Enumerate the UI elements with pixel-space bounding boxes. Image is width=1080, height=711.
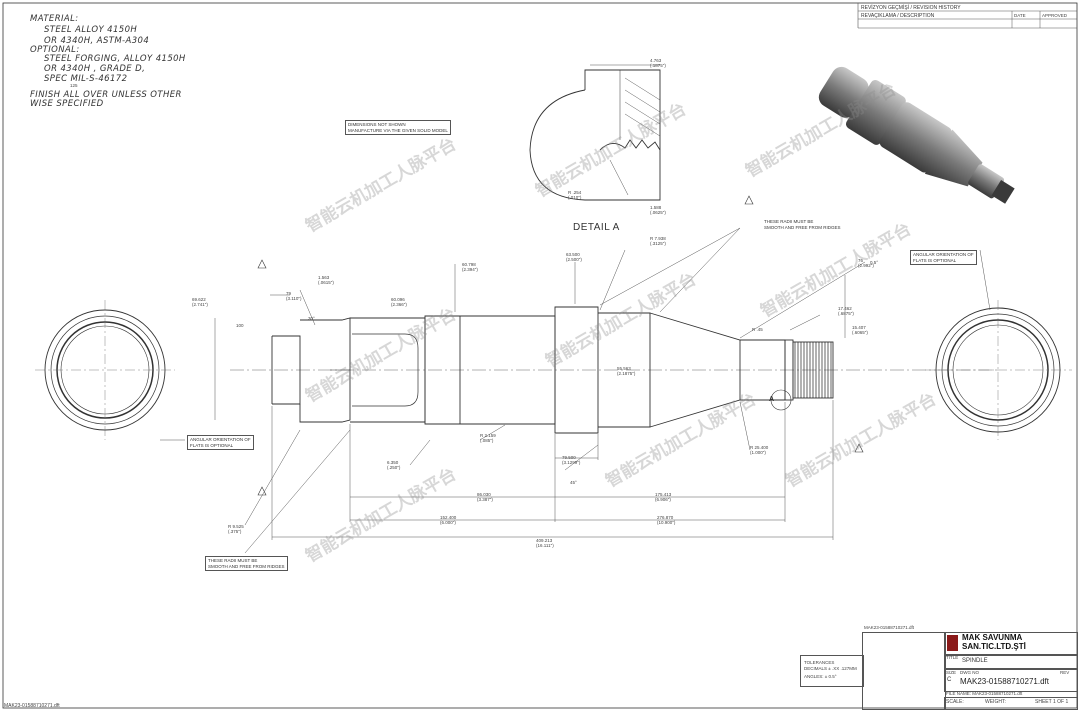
dim-left-dia: 69.622 (2.741") — [192, 297, 208, 307]
rev-label: REV — [1060, 670, 1070, 675]
material-line-2: STEEL ALLOY 4150H — [44, 25, 138, 35]
shaft-side-view — [271, 306, 834, 434]
revision-description-header: REVAÇIKLAMA / DESCRIPTION — [861, 13, 935, 19]
scale-label: SCALE: — [946, 699, 964, 705]
dim-79-500: 79.500 (3.1299") — [562, 455, 581, 465]
dim-shoulder: 63.500 (2.500") — [566, 252, 582, 262]
note-flats-left: ANGULAR ORIENTATION OF FLATS IS OPTIONAL — [187, 435, 254, 450]
material-line-1: MATERIAL: — [30, 14, 79, 24]
dimension-lines — [160, 227, 991, 554]
company-name-line2: SAN.TIC.LTD.ŞTİ — [962, 642, 1026, 651]
bottom-filename: MAK23-01588710271.dft — [4, 703, 60, 709]
revision-title: REVİZYON GEÇMİŞİ / REVISION HISTORY — [861, 5, 961, 11]
detail-a-view — [529, 69, 661, 201]
finish-symbol: 125 — [70, 83, 78, 88]
right-end-view — [925, 300, 1072, 440]
sheet-label: SHEET 1 OF 1 — [1035, 699, 1069, 705]
file-name-label: FILE NAME: MAK23-01588710271.dft — [946, 691, 1023, 696]
dim-86-030: 86.030 (3.387") — [477, 492, 493, 502]
tolerances-decimals: DECIMALS ± .XX .127MM — [804, 666, 857, 671]
company-logo — [947, 635, 958, 651]
filename-top: MAK23-01588710271.dft — [864, 625, 915, 630]
dim-r-bottom-right: R 25.400 (1.000") — [750, 445, 769, 455]
dim-79: 79 (3.110") — [286, 291, 302, 301]
dim-rad-top: 4.763 (.1875") — [650, 58, 666, 68]
dim-r45: R .45 — [752, 327, 763, 332]
material-line-7: SPEC MIL-S-46172 — [44, 74, 128, 84]
dim-r-detail: R .254 (.010") — [568, 190, 582, 200]
title-label: TITLE — [946, 655, 959, 660]
material-line-9: WISE SPECIFIED — [30, 99, 104, 109]
dim-main1: 60.096 (2.366") — [391, 297, 407, 307]
size-label: SIZE — [946, 670, 957, 675]
dim-276: 276.870 (10.900") — [657, 515, 676, 525]
weight-label: WEIGHT: — [985, 699, 1006, 705]
dim-right-thread: 17.462 (.6875") — [838, 306, 854, 316]
dim-6-350: 6.350 (.250") — [387, 460, 401, 470]
size-value: C — [947, 677, 952, 683]
material-line-3: OR 4340H, ASTM-A304 — [44, 36, 150, 46]
material-line-6: OR 4340H , GRADE D, — [44, 64, 146, 74]
scale-row — [944, 697, 1078, 710]
dim-r-left-bottom: R 2.159 (.085") — [480, 433, 496, 443]
dim-175: 175.413 (6.906") — [655, 492, 672, 502]
revision-date-header: DATE — [1014, 13, 1026, 18]
note-radii-top: THESE RADII MUST BE SMOOTH AND FREE FROM… — [762, 218, 843, 231]
tolerances-angles: ANGLES: ± 0.5° — [804, 674, 837, 679]
dim-right-dia: 76 (2.992") — [858, 258, 874, 268]
dim-right-small: 15.407 (.6065") — [852, 325, 868, 335]
detail-a-callout: A — [769, 396, 775, 403]
dim-152: 152.400 (6.000") — [440, 515, 457, 525]
dim-r-detail2: 1.588 (.0625") — [650, 205, 666, 215]
dim-main2: 60.798 (2.394") — [462, 262, 478, 272]
material-line-4: OPTIONAL: — [30, 45, 80, 55]
tolerances-title: TOLERANCES — [804, 660, 835, 665]
note-radii-bottom: THESE RADII MUST BE SMOOTH AND FREE FROM… — [205, 556, 288, 571]
company-cell — [944, 632, 1078, 656]
dim-face-a: 1.563 (.0615") — [318, 275, 334, 285]
dim-100: 100 — [236, 323, 244, 328]
detail-a-label: DETAIL A — [573, 222, 620, 233]
note-flats-right: ANGULAR ORIENTATION OF FLATS IS OPTIONAL — [910, 250, 977, 265]
tolerance-cell — [800, 655, 864, 687]
dwg-number-cell — [944, 668, 1078, 692]
dim-r-top: R 7.938 (.3125") — [650, 236, 666, 246]
left-end-view — [35, 300, 175, 440]
title-cell — [944, 654, 1078, 670]
title-block-approvals — [862, 632, 946, 710]
note-dimensions-not-shown: DIMENSIONS NOT SHOWN MANUFACTURE VIA THE… — [345, 120, 451, 135]
isometric-render — [818, 66, 1015, 204]
dim-mid-dia: 55.563 (2.1875") — [617, 366, 636, 376]
revision-approved-header: APPROVED — [1042, 13, 1068, 18]
dim-409: 409.213 (16.111") — [536, 538, 554, 548]
dim-9-525: R 9.525 (.375") — [228, 524, 244, 534]
thread-pattern — [794, 342, 832, 398]
title-value: SPINDLE — [962, 658, 988, 664]
dwg-no-label: DWG NO — [960, 670, 979, 675]
dwg-no-value: MAK23-01588710271.dft — [960, 677, 1049, 686]
dim-45deg: 45° — [570, 480, 577, 485]
material-line-5: STEEL FORGING, ALLOY 4150H — [44, 54, 186, 64]
company-name-line1: MAK SAVUNMA — [962, 633, 1023, 642]
material-line-8: FINISH ALL OVER UNLESS OTHER — [30, 90, 182, 100]
dim-30deg: 30° — [308, 316, 315, 321]
dim-0-5deg: 0.5° — [870, 260, 879, 265]
